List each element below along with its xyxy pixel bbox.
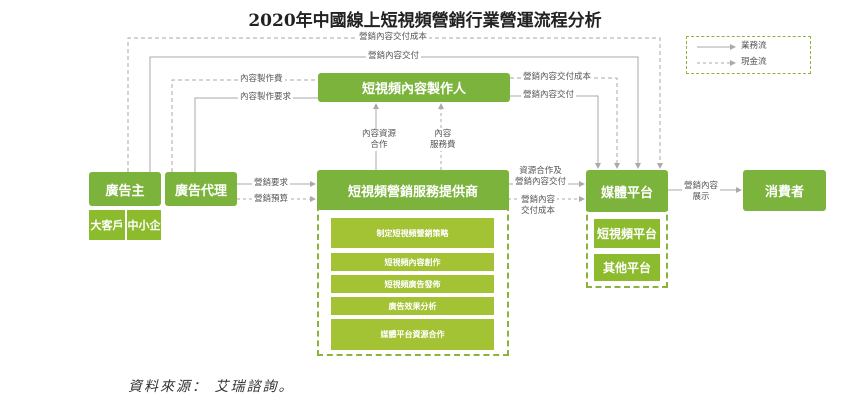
edge-creator-delivery <box>510 95 601 169</box>
edge-creation-req <box>194 97 318 172</box>
label-mkt-budget: 營銷預算 <box>252 194 291 205</box>
advertiser-node: 廣告主 <box>89 172 161 206</box>
service-item: 媒體平台資源合作 <box>331 319 494 350</box>
label-resource-coop: 內容資源 合作 <box>360 129 399 151</box>
service-item: 制定短視頻營銷策略 <box>331 218 494 248</box>
label-service-fee: 內容 服務費 <box>428 129 458 151</box>
media-node: 媒體平台 <box>586 170 668 212</box>
label-creation-req: 內容製作要求 <box>238 92 294 103</box>
legend-business-flow: 業務流 <box>739 41 769 52</box>
diagram-title: 2020年中國線上短視頻營銷行業營運流程分析 <box>248 11 602 31</box>
service-item: 廣告效果分析 <box>331 297 494 315</box>
sme-node: 中小企 <box>127 210 161 240</box>
other-platform-node: 其他平台 <box>594 254 660 281</box>
label-res-delivery: 資源合作及 營銷內容交付 <box>513 166 569 188</box>
label-creator-delivery: 營銷內容交付 <box>521 90 577 101</box>
source-note: 資料來源： 艾瑞諮詢。 <box>128 379 295 395</box>
legend-cash-flow: 現金流 <box>739 57 769 68</box>
provider-node: 短視頻營銷服務提供商 <box>317 170 509 210</box>
agency-node: 廣告代理 <box>165 172 237 206</box>
consumer-node: 消費者 <box>743 170 826 211</box>
legend <box>686 36 811 74</box>
creator-node: 短視頻內容製作人 <box>318 73 510 102</box>
service-item: 短視頻內容創作 <box>331 253 494 271</box>
label-delivery-cost: 營銷內容 交付成本 <box>519 195 558 217</box>
short-video-platform-node: 短視頻平台 <box>594 219 660 248</box>
label-top-delivery: 營銷內容交付 <box>366 51 422 62</box>
label-creator-cost: 營銷內容交付成本 <box>521 72 594 83</box>
big-client-node: 大客戶 <box>89 210 125 240</box>
label-display: 營銷內容 展示 <box>682 181 721 203</box>
label-top-cost: 營銷內容交付成本 <box>357 32 430 43</box>
label-creation-fee: 內容製作費 <box>238 74 285 85</box>
service-item: 短視頻廣告發佈 <box>331 275 494 293</box>
label-mkt-req: 營銷要求 <box>252 178 291 189</box>
